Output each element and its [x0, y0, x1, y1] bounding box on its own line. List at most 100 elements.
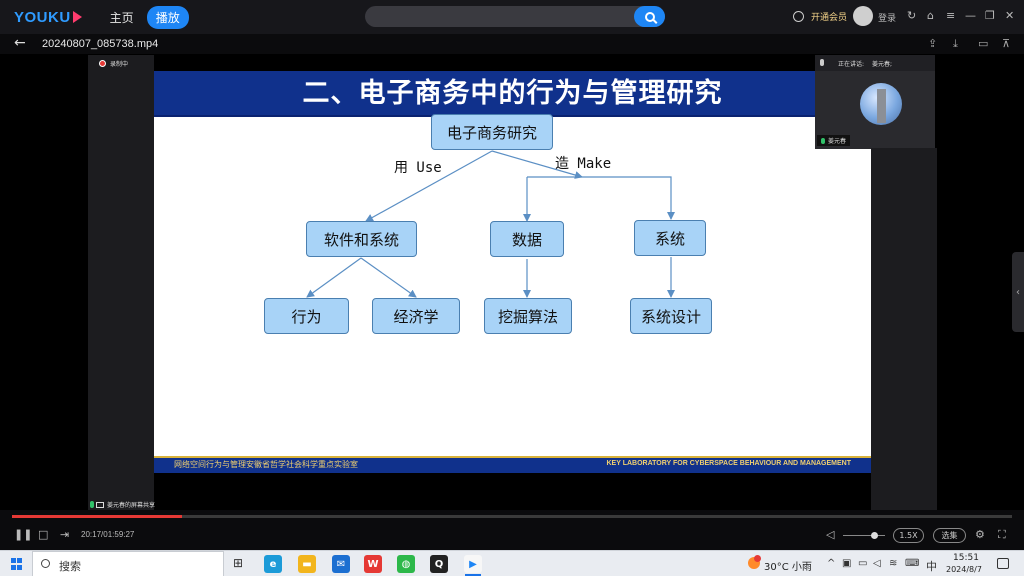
- node-system: 系统: [634, 220, 706, 256]
- ime-indicator[interactable]: 中: [926, 560, 937, 573]
- wifi-icon[interactable]: ≋: [889, 558, 898, 569]
- taskbar-time[interactable]: 15:51: [953, 553, 979, 563]
- logo-text: YOUKU: [14, 8, 71, 26]
- screen-share-label: 姜元春的屏幕共享: [107, 502, 156, 509]
- stop-icon[interactable]: □: [38, 528, 49, 541]
- pause-icon[interactable]: ❚❚: [14, 528, 33, 541]
- volume-knob[interactable]: [871, 532, 878, 539]
- top-bar: YOUKU 主页 播放 开通会员 登录 ↻ ⌂ ≡ — ❐ ✕: [0, 0, 1024, 34]
- wps-icon[interactable]: W: [364, 555, 382, 573]
- youku-logo[interactable]: YOUKU: [14, 9, 82, 26]
- footer-lab-name-cn: 网络空间行为与管理安徽省哲学社会科学重点实验室: [174, 460, 358, 469]
- taskbar-search[interactable]: 搜索: [32, 551, 224, 576]
- search-button[interactable]: [634, 6, 665, 27]
- speaker-icon[interactable]: ◁: [873, 558, 881, 569]
- progress-fill: [12, 515, 182, 518]
- presenter-bar: 正在讲话: 姜元春;: [815, 55, 935, 71]
- node-mining: 挖掘算法: [484, 298, 572, 334]
- maximize-icon[interactable]: ❐: [985, 9, 995, 22]
- edge-label-use: 用 Use: [394, 160, 442, 176]
- login-link[interactable]: 登录: [878, 14, 897, 24]
- download-icon[interactable]: ⤓: [953, 37, 958, 50]
- diagram-edges: [306, 150, 675, 298]
- node-root: 电子商务研究: [431, 114, 553, 150]
- slide-header: 二、电子商务中的行为与管理研究: [154, 71, 871, 117]
- recording-indicator: 录制中: [99, 59, 128, 68]
- node-software: 软件和系统: [306, 221, 417, 257]
- nav-home[interactable]: 主页: [109, 10, 134, 25]
- tray-app-icon[interactable]: ▣: [842, 558, 852, 569]
- presentation-slide: 二、电子商务中的行为与管理研究: [154, 71, 871, 473]
- menu-icon[interactable]: ≡: [946, 9, 956, 22]
- file-bar: ← 20240807_085738.mp4 ⇪ ⤓ ▭ ⊼: [0, 34, 1024, 54]
- mail-icon[interactable]: ✉: [332, 555, 350, 573]
- active-app-indicator: [465, 574, 481, 576]
- share-icon[interactable]: ⇪: [928, 37, 938, 50]
- mic-on-icon: [821, 137, 825, 144]
- close-icon[interactable]: ✕: [1005, 9, 1015, 22]
- back-arrow-icon[interactable]: ←: [14, 35, 26, 51]
- search-input[interactable]: [365, 6, 665, 27]
- speed-button[interactable]: 1.5X: [893, 528, 924, 543]
- skin-icon[interactable]: ⌂: [927, 9, 934, 22]
- edge-root-software: [365, 150, 493, 222]
- speaking-label: 正在讲话:: [838, 61, 865, 68]
- notification-icon[interactable]: [997, 558, 1009, 569]
- edge-make-bracket: [527, 176, 675, 220]
- pin-icon[interactable]: ⊼: [1002, 37, 1011, 50]
- side-panel-toggle-icon[interactable]: ‹: [1012, 252, 1024, 332]
- history-icon[interactable]: [793, 11, 804, 22]
- tray-expand-icon[interactable]: ^: [827, 558, 836, 569]
- logo-play-icon: [72, 11, 82, 23]
- youku-taskbar-icon[interactable]: ▶: [464, 555, 482, 573]
- settings-icon[interactable]: ⚙: [975, 528, 985, 541]
- wechat-icon[interactable]: ◍: [397, 555, 415, 573]
- edge-software-economics: [360, 257, 417, 298]
- volume-icon[interactable]: ◁: [826, 528, 835, 541]
- node-behavior: 行为: [264, 298, 349, 334]
- nav-play[interactable]: 播放: [146, 5, 189, 29]
- fullscreen-icon[interactable]: ⛶: [998, 528, 1006, 541]
- node-economics: 经济学: [372, 298, 460, 334]
- edge-software-behavior: [306, 257, 362, 298]
- video-area[interactable]: 录制中 二、电子商务中的行为与管理研究: [0, 54, 1024, 510]
- minimize-icon[interactable]: —: [965, 9, 976, 22]
- taskbar-search-placeholder: 搜索: [59, 560, 81, 573]
- record-dot-icon: [99, 60, 106, 67]
- share-left-panel: [88, 55, 154, 510]
- edge-root-make: [491, 150, 583, 179]
- share-right-panel: [871, 148, 937, 510]
- taskbar-date[interactable]: 2024/8/7: [946, 565, 982, 574]
- vip-button[interactable]: 开通会员: [811, 13, 848, 23]
- battery-icon[interactable]: ▭: [858, 558, 868, 569]
- keyboard-icon[interactable]: ⌨: [905, 558, 920, 569]
- file-explorer-icon[interactable]: ▬: [298, 555, 316, 573]
- weather-text[interactable]: 30°C 小雨: [764, 562, 812, 573]
- presenter-tag-name: 姜元春: [828, 138, 847, 145]
- refresh-icon[interactable]: ↻: [907, 9, 917, 22]
- edge-browser-icon[interactable]: e: [264, 555, 282, 573]
- mini-window-icon[interactable]: ▭: [978, 37, 989, 50]
- node-design: 系统设计: [630, 298, 712, 334]
- presenter-tag: 姜元春: [817, 135, 851, 146]
- slide-footer: 网络空间行为与管理安徽省哲学社会科学重点实验室 KEY LABORATORY F…: [154, 456, 871, 473]
- file-name: 20240807_085738.mp4: [42, 38, 159, 50]
- task-view-icon[interactable]: ⊞: [233, 556, 244, 570]
- qq-icon[interactable]: Q: [430, 555, 448, 573]
- search-icon: [644, 11, 655, 22]
- user-avatar[interactable]: [853, 6, 873, 26]
- windows-start-icon[interactable]: [11, 558, 23, 570]
- recording-label: 录制中: [110, 61, 129, 68]
- mic-on-icon: [90, 501, 94, 508]
- screen-share-tag: 姜元春的屏幕共享: [90, 500, 155, 509]
- mic-icon: [820, 59, 824, 66]
- episodes-button[interactable]: 选集: [933, 528, 966, 543]
- screen-share-icon: [96, 501, 104, 508]
- player-controls: ❚❚ □ ⇥ 20:17/01:59:27 ◁ 1.5X 选集 ⚙ ⛶: [0, 510, 1024, 550]
- weather-alert-badge: [754, 555, 761, 562]
- edge-label-make: 造 Make: [555, 156, 612, 172]
- volume-slider[interactable]: [843, 535, 885, 536]
- next-icon[interactable]: ⇥: [60, 528, 70, 541]
- progress-bar[interactable]: [12, 515, 1012, 518]
